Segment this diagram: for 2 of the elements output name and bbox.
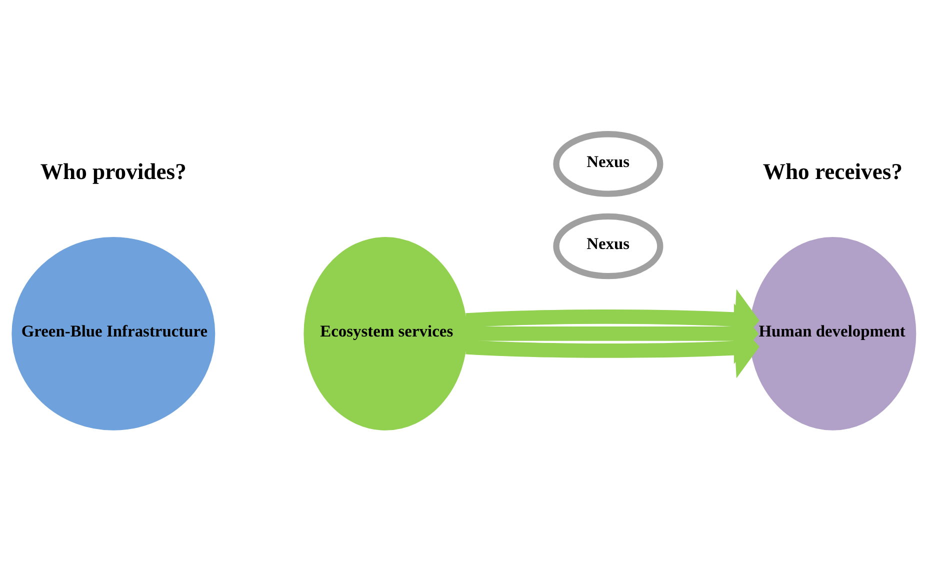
label: Who receives? xyxy=(762,158,903,184)
label: Who provides? xyxy=(40,158,186,184)
